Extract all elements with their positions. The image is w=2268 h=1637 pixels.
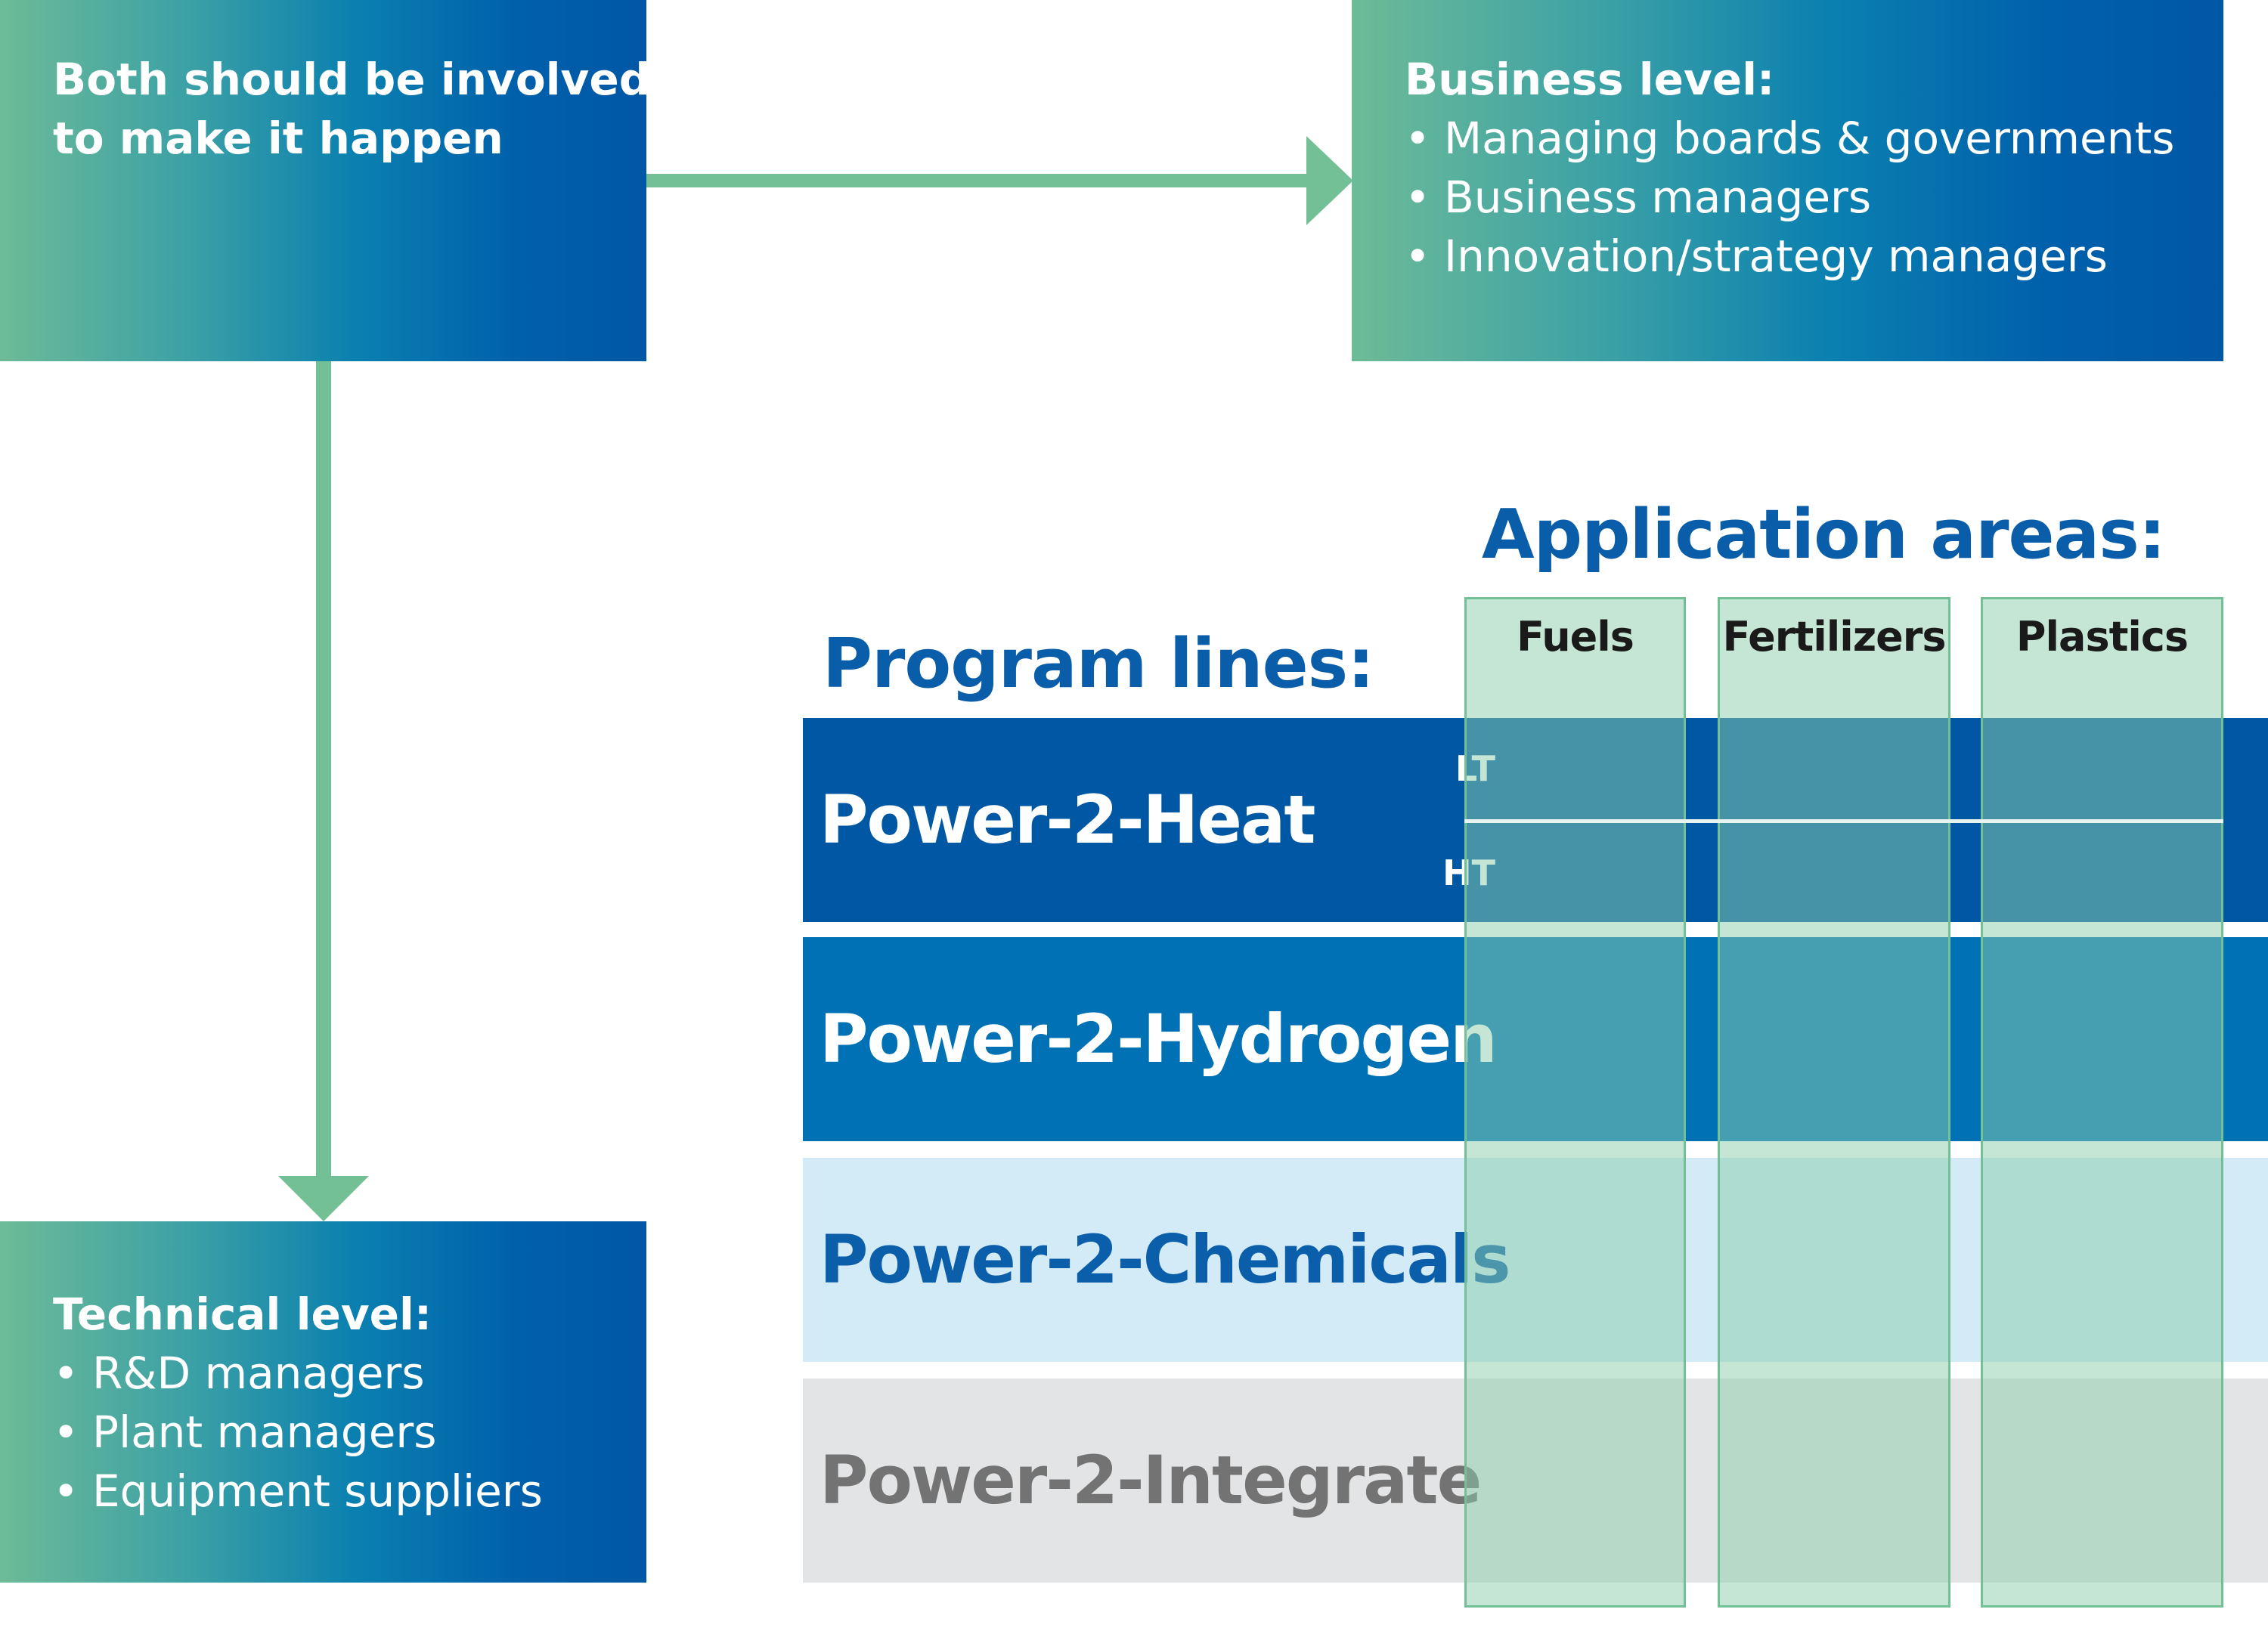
application-column-label: Plastics — [2015, 613, 2189, 661]
technical-level-box: Technical level: •R&D managers •Plant ma… — [0, 1221, 646, 1583]
bullet-icon: • — [1405, 231, 1431, 282]
application-areas-heading: Application areas: — [1482, 495, 2166, 574]
technical-level-list: •R&D managers •Plant managers •Equipment… — [53, 1344, 646, 1521]
program-row-label: Power-2-Heat — [820, 781, 1315, 859]
technical-level-title: Technical level: — [53, 1289, 432, 1340]
list-item: •R&D managers — [53, 1344, 646, 1403]
list-item: •Equipment suppliers — [53, 1462, 646, 1521]
involvement-line-2: to make it happen — [53, 113, 503, 164]
list-item: •Business managers — [1405, 168, 2223, 227]
program-row-label: Power-2-Chemicals — [820, 1221, 1510, 1298]
application-column-fuels: Fuels — [1464, 597, 1686, 1608]
bullet-icon: • — [53, 1406, 79, 1458]
business-level-list: •Managing boards & governments •Business… — [1405, 109, 2223, 286]
bullet-icon: • — [1405, 113, 1431, 164]
bullet-icon: • — [1405, 172, 1431, 223]
application-column-label: Fuels — [1517, 613, 1634, 661]
involvement-line-1: Both should be involved — [53, 54, 651, 105]
list-item: •Plant managers — [53, 1403, 646, 1462]
application-column-plastics: Plastics — [1981, 597, 2223, 1608]
program-row-label: Power-2-Integrate — [820, 1441, 1482, 1519]
program-lines-heading: Program lines: — [823, 624, 1374, 704]
bullet-icon: • — [53, 1465, 79, 1517]
arrow-down — [278, 361, 369, 1221]
bullet-icon: • — [53, 1348, 79, 1399]
application-column-fertilizers: Fertilizers — [1718, 597, 1950, 1608]
involvement-box: Both should be involved to make it happe… — [0, 0, 651, 361]
business-level-title: Business level: — [1405, 54, 1775, 105]
arrow-right — [646, 136, 1353, 225]
program-row-label: Power-2-Hydrogen — [820, 1000, 1498, 1078]
list-item: •Innovation/strategy managers — [1405, 227, 2223, 286]
business-level-box: Business level: •Managing boards & gover… — [1352, 0, 2223, 361]
heat-lt-ht-divider — [1464, 819, 2223, 823]
list-item: •Managing boards & governments — [1405, 109, 2223, 168]
application-column-label: Fertilizers — [1722, 613, 1946, 661]
